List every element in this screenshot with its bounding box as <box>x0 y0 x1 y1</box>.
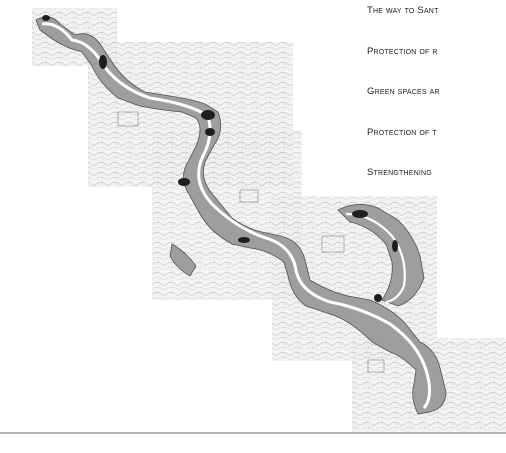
legend-item-green-spaces: Green spaces ar <box>367 86 440 97</box>
legend-item-strengthening: Strengthening <box>367 167 432 178</box>
dark-patch <box>374 294 382 302</box>
legend-item-way-to-santiago: The way to Sant <box>367 5 439 16</box>
legend-item-protection-r: Protection of r <box>367 46 438 57</box>
legend-item-protection-t: Protection of t <box>367 127 437 138</box>
settlements <box>117 111 385 373</box>
dark-patch <box>352 210 368 218</box>
dark-patch <box>201 110 215 120</box>
dark-patch <box>99 55 107 69</box>
legend: The way to Sant Protection of r Green sp… <box>367 0 506 200</box>
dark-patch <box>392 240 398 252</box>
protection-zone <box>35 16 447 415</box>
river-line-east <box>345 212 406 304</box>
dark-patch <box>238 237 250 243</box>
dark-patch <box>205 128 215 136</box>
dark-patches <box>42 15 398 302</box>
dark-patch <box>178 178 190 186</box>
bottom-divider <box>0 432 506 434</box>
dark-patch <box>42 15 50 21</box>
